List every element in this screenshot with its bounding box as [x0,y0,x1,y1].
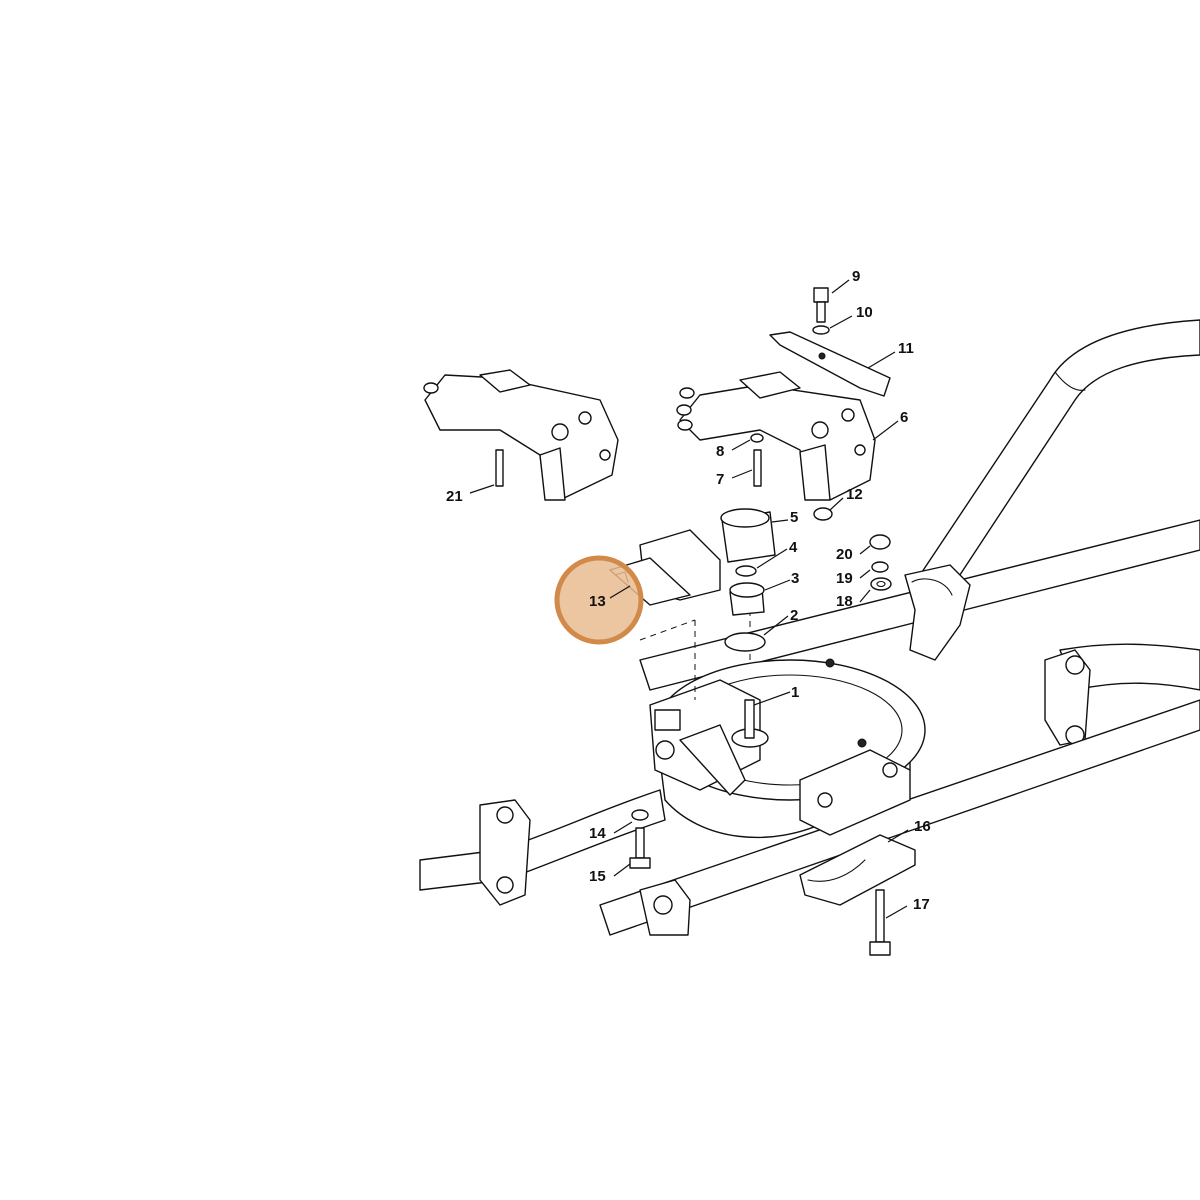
part-21-cover [423,369,619,501]
callout-21: 21 [446,488,463,505]
callout-labels: 1 2 3 4 5 6 7 8 9 10 11 12 13 14 15 16 1… [446,268,931,913]
callout-3: 3 [791,570,799,587]
callout-15: 15 [589,868,606,885]
callout-16: 16 [914,818,931,835]
callout-8: 8 [716,443,724,460]
callout-7: 7 [716,471,724,488]
callout-19: 19 [836,570,853,587]
callout-12: 12 [846,486,863,503]
callout-4: 4 [789,539,798,556]
callout-1: 1 [791,684,799,701]
callout-6: 6 [900,409,908,426]
parts-18-20 [869,534,892,591]
callout-2: 2 [790,607,798,624]
callout-11: 11 [898,340,914,357]
coupling-stack [720,508,776,652]
callout-17: 17 [913,896,930,913]
parts-14-17 [629,809,916,956]
callout-9: 9 [852,268,860,285]
frame-tubes [419,519,1200,936]
callout-14: 14 [589,825,606,842]
callout-20: 20 [836,546,853,563]
callout-18: 18 [836,593,853,610]
upper-cover [676,287,891,521]
callout-5: 5 [790,509,798,526]
callout-10: 10 [856,304,873,321]
gearbox-housing [649,658,926,839]
highlight-ring-13 [554,555,644,645]
leader-lines [469,279,909,919]
callout-13: 13 [589,593,606,610]
